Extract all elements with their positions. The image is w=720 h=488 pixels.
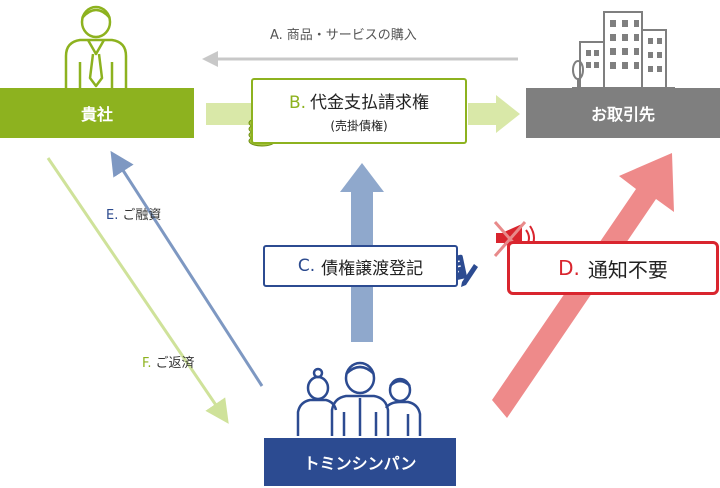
arrow-e	[110, 150, 264, 387]
partner-box: お取引先	[526, 88, 720, 138]
company-box: 貴社	[0, 88, 194, 138]
flow-f-letter: F.	[142, 356, 152, 371]
flow-a-text: 商品・サービスの購入	[286, 28, 417, 43]
partner-label: お取引先	[590, 105, 655, 124]
company-label: 貴社	[80, 105, 113, 124]
flow-f-label: F.ご返済	[142, 352, 195, 371]
flow-e-text: ご融資	[122, 208, 162, 223]
flow-c-text: 債権譲渡登記	[321, 258, 424, 279]
flow-a-label: A.商品・サービスの購入	[270, 24, 417, 43]
people-group-icon	[296, 361, 422, 436]
flow-e-label: E.ご融資	[106, 204, 161, 223]
tominsin-box: トミンシンパン	[264, 438, 456, 486]
flow-a-letter: A.	[270, 28, 283, 43]
flow-d-letter: D.	[558, 256, 580, 280]
building-icon	[572, 11, 675, 89]
flow-d-text: 通知不要	[587, 257, 668, 282]
flow-d-box: D. 通知不要	[507, 241, 719, 295]
flow-b-text: 代金支払請求権	[310, 93, 430, 113]
flow-c-letter: C.	[297, 256, 316, 276]
arrow-a	[202, 51, 518, 67]
flow-c-box: C.債権譲渡登記	[263, 245, 458, 287]
flow-f-text: ご返済	[155, 356, 195, 371]
tominsin-label: トミンシンパン	[303, 454, 417, 473]
flow-b-subtext: (売掛債権)	[330, 119, 388, 133]
flow-e-letter: E.	[106, 208, 119, 223]
businessman-icon	[64, 5, 128, 88]
arrow-b	[206, 95, 520, 133]
arrow-f	[46, 157, 229, 424]
flow-b-box: B.代金支払請求権 (売掛債権)	[251, 78, 467, 144]
flow-b-letter: B.	[288, 93, 307, 113]
